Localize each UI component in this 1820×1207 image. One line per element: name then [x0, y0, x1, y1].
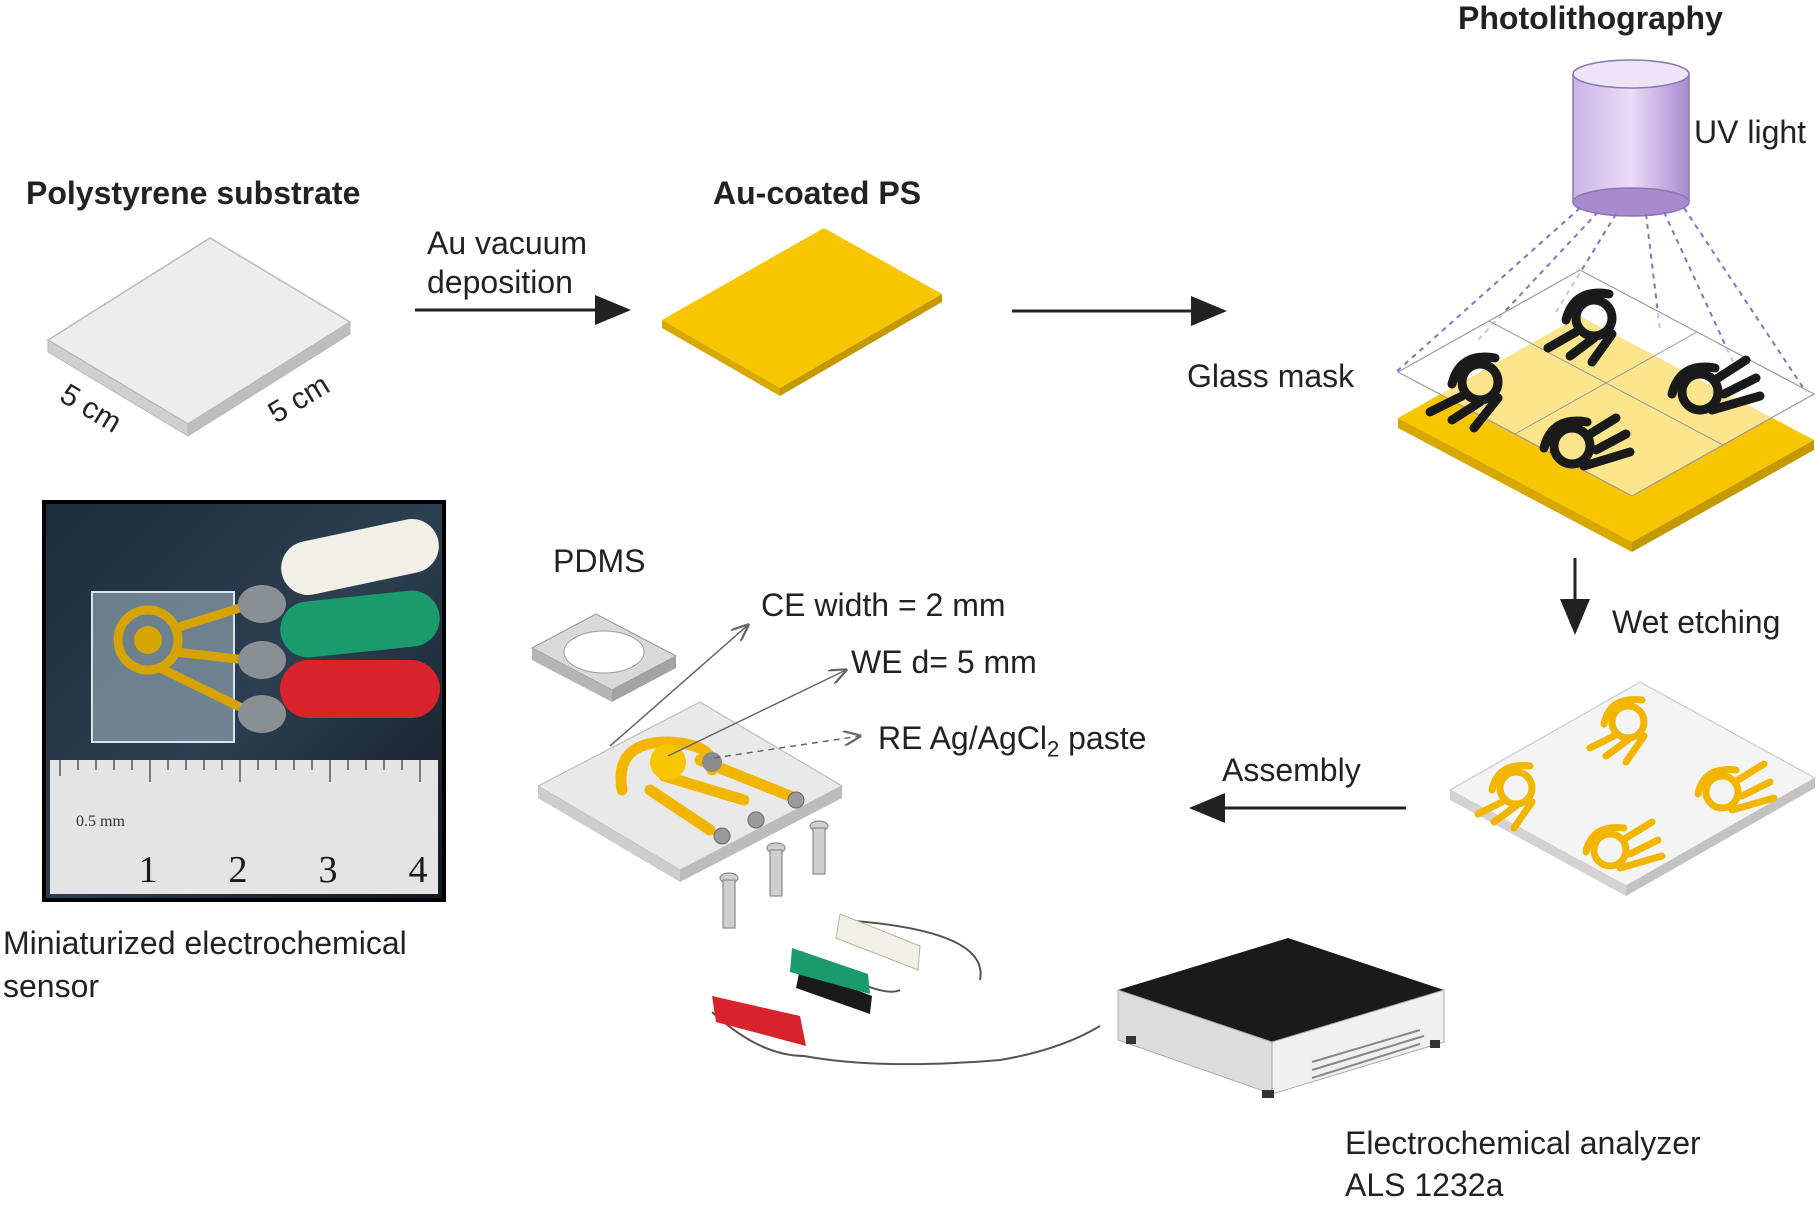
- sensor-photo: 0.5 mm 1 2 3 4: [42, 500, 446, 902]
- electrochemical-analyzer: [1117, 938, 1445, 1098]
- re-label-main: RE Ag/AgCl: [878, 720, 1047, 756]
- assembly-label: Assembly: [1222, 752, 1361, 788]
- photo-caption-line1: Miniaturized electrochemical: [3, 925, 407, 961]
- analyzer-label-line2: ALS 1232a: [1345, 1167, 1504, 1203]
- pdms-frame: [530, 613, 678, 702]
- ruler-number-1: 1: [139, 849, 158, 891]
- analyzer-label-line1: Electrochemical analyzer: [1345, 1125, 1701, 1161]
- uv-light-label: UV light: [1694, 114, 1807, 150]
- uv-lamp: [1572, 59, 1690, 217]
- etched-substrate: [1448, 681, 1817, 896]
- alligator-clips: [711, 913, 1101, 1066]
- polystyrene-substrate: [46, 237, 352, 437]
- re-label-subscript: 2: [1046, 736, 1060, 762]
- pdms-label: PDMS: [553, 543, 646, 579]
- uv-rays: [1395, 207, 1807, 393]
- photolithography-title: Photolithography: [1458, 0, 1723, 36]
- coated-title: Au-coated PS: [713, 175, 922, 211]
- deposition-label-line1: Au vacuum: [427, 225, 588, 261]
- wet-etching-label: Wet etching: [1612, 604, 1781, 640]
- mask-and-substrate: [1396, 269, 1816, 552]
- glass-mask-label: Glass mask: [1187, 358, 1355, 394]
- ruler-scale-unit: 0.5 mm: [76, 813, 125, 830]
- substrate-title: Polystyrene substrate: [26, 175, 361, 211]
- we-label: WE d= 5 mm: [851, 644, 1037, 680]
- ruler-number-4: 4: [409, 849, 428, 891]
- au-coated-substrate: [662, 228, 942, 396]
- photo-caption-line2: sensor: [3, 968, 100, 1004]
- re-label: RE Ag/AgCl2 paste: [878, 720, 1146, 762]
- electrode-callouts: [609, 625, 860, 759]
- screws: [719, 820, 829, 929]
- sensor-chip: [536, 701, 844, 882]
- ce-label: CE width = 2 mm: [761, 587, 1006, 623]
- re-label-suffix: paste: [1059, 720, 1147, 756]
- ruler-number-3: 3: [319, 849, 338, 891]
- ruler-number-2: 2: [229, 849, 248, 891]
- deposition-label-line2: deposition: [427, 264, 573, 300]
